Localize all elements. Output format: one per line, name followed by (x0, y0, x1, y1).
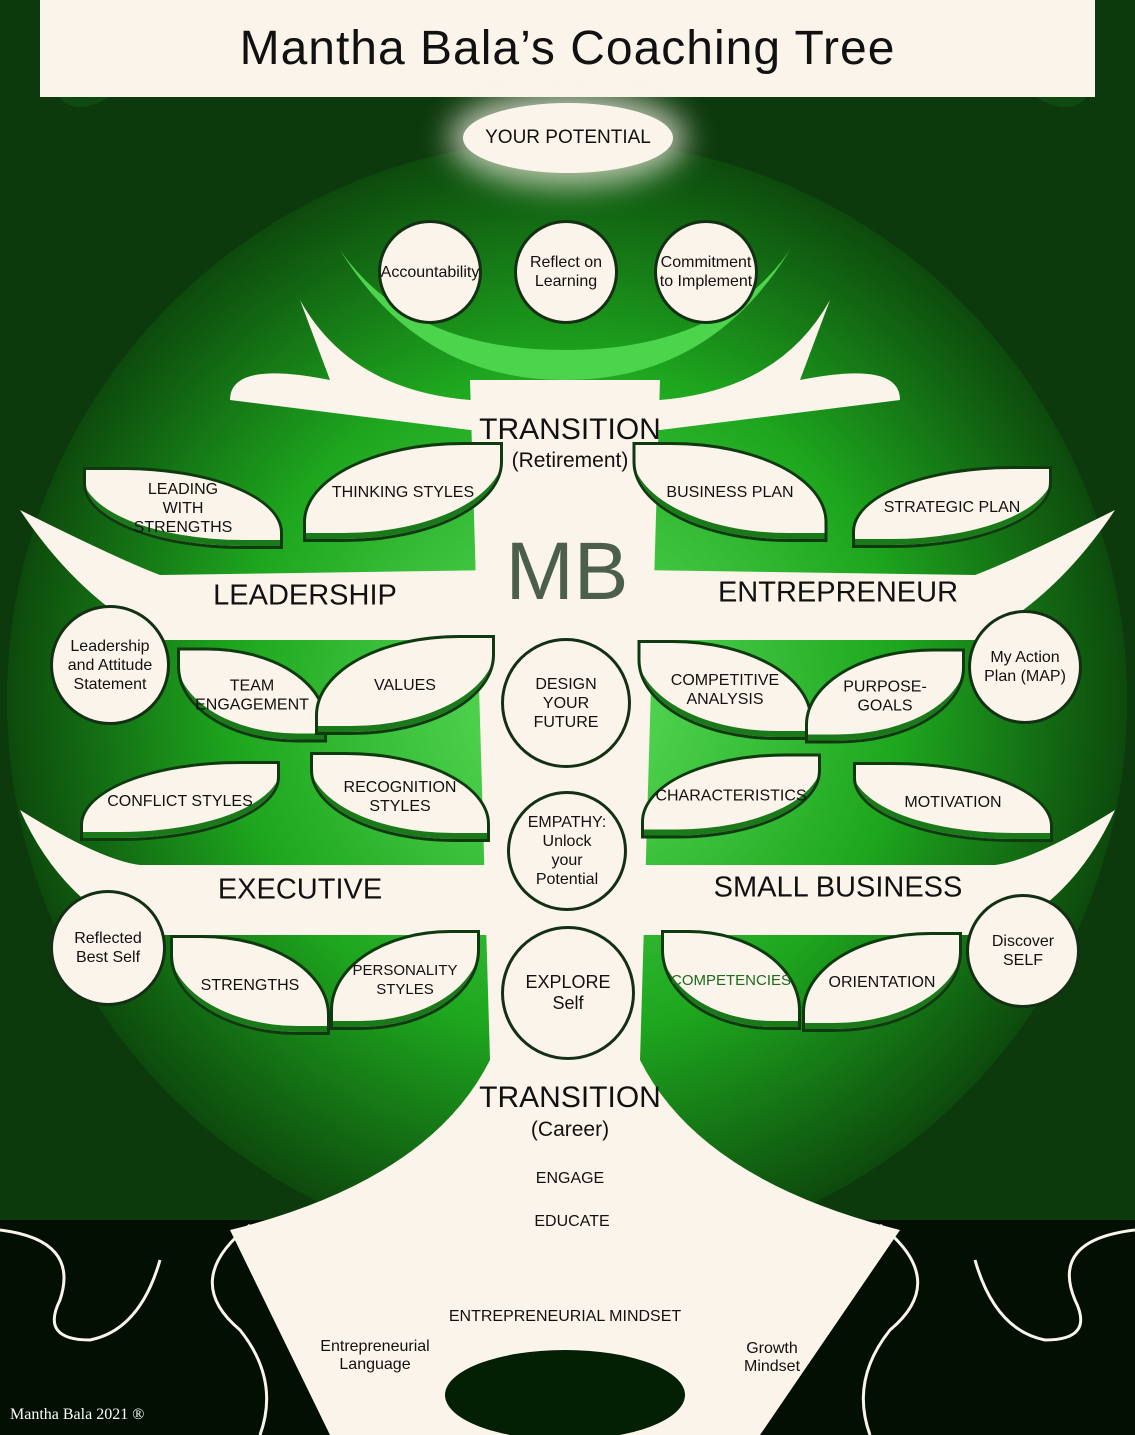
design-your-future-circle: DESIGN YOUR FUTURE (501, 638, 631, 768)
reflect-on-learning-circle: Reflect on Learning (514, 220, 618, 324)
transition-career-title: TRANSITION (479, 1081, 661, 1114)
engage-label: ENGAGE (535, 1170, 605, 1187)
entrepreneur-title: ENTREPRENEUR (717, 576, 959, 609)
page-title: Mantha Bala’s Coaching Tree (40, 0, 1095, 97)
commitment-to-implement-circle: Commitment to Implement (654, 220, 758, 324)
entrepreneurial-language-label: Entrepreneurial Language (320, 1338, 430, 1373)
executive-title: EXECUTIVE (217, 873, 383, 906)
transition-retirement-subtitle: (Retirement) (511, 449, 629, 472)
discover-self-circle: Discover SELF (966, 894, 1080, 1008)
copyright: Mantha Bala 2021 ® (10, 1406, 145, 1423)
transition-career-subtitle: (Career) (530, 1118, 610, 1141)
leadership-attitude-circle: Leadership and Attitude Statement (50, 605, 170, 725)
mb-logo: MB (505, 526, 629, 617)
growth-mindset-label: Growth Mindset (743, 1340, 801, 1375)
transition-retirement-title: TRANSITION (479, 413, 661, 446)
leadership-title: LEADERSHIP (213, 579, 397, 612)
reflected-best-self-circle: Reflected Best Self (50, 890, 166, 1006)
accountability-circle: Accountability (378, 220, 482, 324)
explore-self-circle: EXPLORE Self (501, 926, 635, 1060)
your-potential-label: YOUR POTENTIAL (463, 103, 673, 173)
educate-label: EDUCATE (534, 1213, 610, 1230)
small-business-title: SMALL BUSINESS (713, 871, 963, 904)
my-action-plan-circle: My Action Plan (MAP) (968, 610, 1082, 724)
entrepreneurial-mindset-label: ENTREPRENEURIAL MINDSET (448, 1308, 682, 1325)
empathy-circle: EMPATHY: Unlock your Potential (507, 791, 627, 911)
